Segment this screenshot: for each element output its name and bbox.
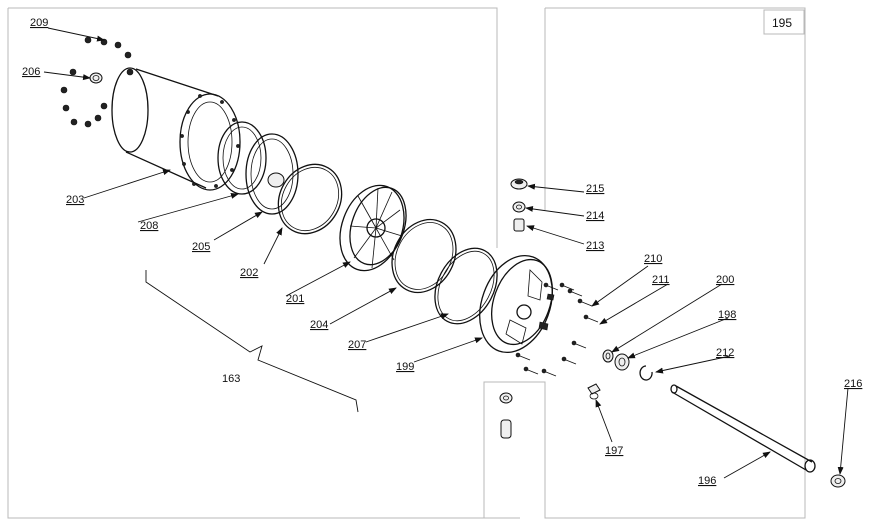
label-211: 211 — [652, 274, 670, 286]
label-209: 209 — [30, 17, 48, 29]
cylinder-housing-203 — [111, 67, 241, 191]
bolt-array — [515, 282, 599, 377]
shaft-196 — [670, 384, 816, 473]
label-212: 212 — [716, 347, 734, 359]
fitting-197 — [587, 383, 601, 400]
inset-parts — [499, 392, 513, 439]
label-200: 200 — [716, 274, 734, 286]
label-213: 213 — [586, 240, 604, 252]
label-197: 197 — [605, 445, 623, 457]
bearing-198 — [614, 353, 630, 371]
o-ring-202 — [277, 163, 343, 235]
diagram-frames: 195 — [7, 7, 806, 519]
nut-214 — [512, 201, 526, 213]
label-216: 216 — [844, 378, 862, 390]
label-207: 207 — [348, 339, 366, 351]
nut-ring-209 — [60, 36, 134, 128]
gasket-208 — [217, 121, 267, 195]
label-198: 198 — [718, 309, 736, 321]
label-205: 205 — [192, 241, 210, 253]
part-labels: 209 206 203 208 205 202 201 204 207 199 … — [22, 17, 862, 487]
label-214: 214 — [586, 210, 604, 222]
o-ring-207 — [434, 247, 498, 325]
label-163: 163 — [222, 373, 240, 385]
label-208: 208 — [140, 220, 158, 232]
pin-213 — [513, 218, 525, 232]
label-201: 201 — [286, 293, 304, 305]
o-ring-204 — [391, 218, 457, 294]
label-196: 196 — [698, 475, 716, 487]
cap-215 — [510, 178, 528, 190]
assembly-bracket-163 — [145, 270, 359, 413]
label-202: 202 — [240, 267, 258, 279]
title-box-number: 195 — [772, 16, 792, 30]
ring-205 — [245, 133, 299, 215]
end-cover-199 — [479, 254, 555, 354]
label-206: 206 — [22, 66, 40, 78]
washer-200 — [602, 349, 614, 363]
label-215: 215 — [586, 183, 604, 195]
snap-ring-212 — [639, 365, 653, 381]
label-199: 199 — [396, 361, 414, 373]
leader-lines — [43, 27, 849, 479]
label-203: 203 — [66, 194, 84, 206]
fitting-206 — [89, 72, 103, 84]
nut-216 — [830, 474, 846, 488]
label-204: 204 — [310, 319, 328, 331]
label-210: 210 — [644, 253, 662, 265]
